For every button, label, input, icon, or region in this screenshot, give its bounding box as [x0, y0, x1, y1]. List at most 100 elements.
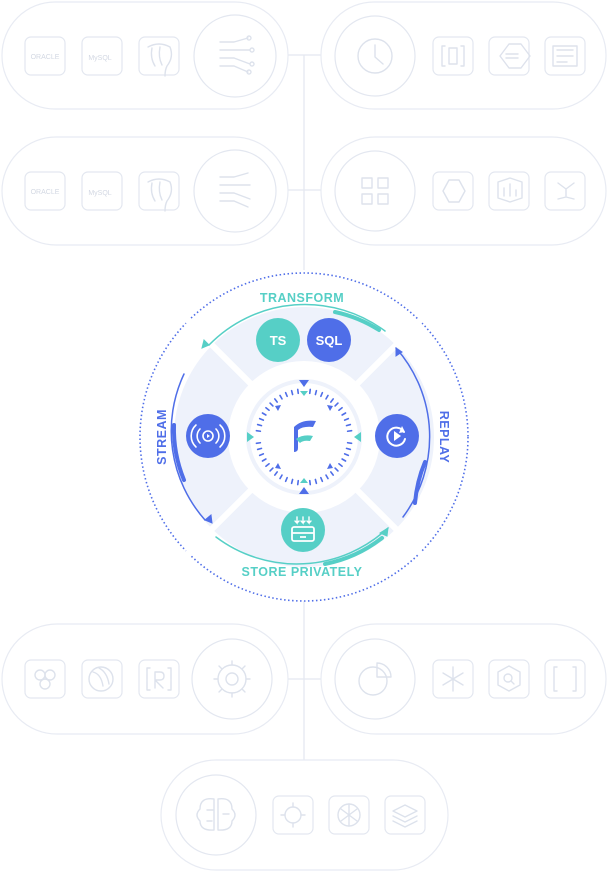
brand-logo-icon: [294, 420, 316, 452]
mysql-logo-label: MySQL: [88, 190, 111, 197]
stream-arrowhead: [204, 514, 213, 524]
pie-chart-icon: [334, 638, 416, 720]
dial-tick: [296, 479, 300, 486]
dial-tick: [279, 474, 283, 480]
postgresql-logo: [138, 36, 180, 77]
dial-tick: [256, 423, 263, 427]
dial-tick: [308, 388, 312, 395]
cycle-diagram: TRANSFORM STORE PRIVATELY STREAM REPLAY …: [139, 272, 469, 602]
dial-tick: [255, 441, 262, 445]
dial-tick: [320, 391, 324, 398]
postgresql-logo: [138, 171, 180, 212]
dial-tick: [314, 389, 318, 396]
dial-tick: [343, 417, 350, 421]
dial-tick: [320, 476, 324, 483]
oracle-logo: ORACLE: [24, 36, 66, 76]
broadcast-icon: [186, 414, 230, 458]
consumer-row-3-left: [1, 623, 289, 735]
dial-tick: [308, 479, 312, 486]
connector-lines: [288, 54, 321, 760]
brackets-icon: [544, 659, 586, 699]
consumer-row-3-right: [320, 623, 607, 735]
dial-tick: [284, 476, 288, 483]
layers-icon: [384, 795, 426, 835]
gear-icon: [191, 638, 273, 720]
dial-tick: [329, 398, 335, 403]
dial-tick: [296, 388, 300, 395]
dial-tick: [329, 471, 335, 476]
dial-tick: [343, 453, 350, 457]
circles-icon: [24, 659, 66, 699]
store-privately-label: STORE PRIVATELY: [242, 565, 363, 579]
dial-tick: [255, 429, 262, 433]
brain-icon: [175, 774, 257, 856]
consumer-row-4: [160, 759, 449, 871]
mysql-logo: MySQL: [81, 171, 123, 211]
transform-arrowhead: [201, 339, 210, 349]
storage-icon: [281, 508, 325, 552]
dial-tick: [345, 423, 352, 427]
dial-tick: [290, 478, 294, 485]
cycle-arrows: [170, 303, 431, 566]
replay-icon: [375, 414, 419, 458]
stream-label: STREAM: [155, 409, 169, 465]
dial-tick: [265, 462, 270, 468]
transform-arc: [208, 303, 386, 346]
store-arrowhead: [378, 527, 389, 537]
dial-tick: [273, 471, 279, 476]
hexagon-icon: [488, 36, 531, 76]
bracket-icon: [432, 36, 474, 76]
database-box-icon: [544, 36, 586, 76]
snowflake-icon: [432, 659, 474, 699]
dial-tick: [261, 458, 267, 462]
ts-badge: TS: [256, 318, 300, 362]
replay-arrowhead: [395, 347, 403, 357]
destination-row-1: [320, 1, 607, 110]
dial-tick: [269, 402, 274, 407]
dial-tick: [338, 406, 343, 412]
dial-tick: [346, 429, 353, 433]
dial-tick: [279, 394, 283, 400]
hexagon-dots-icon: [432, 171, 474, 211]
mysql-logo: MySQL: [81, 36, 123, 76]
knot-icon: [328, 795, 370, 835]
dial-tick: [334, 402, 339, 407]
destination-row-2: [320, 136, 607, 246]
dial-tick: [265, 406, 270, 412]
oracle-logo: ORACLE: [24, 171, 66, 211]
nodes-icon: [544, 171, 586, 211]
bracket-r-icon: [138, 659, 180, 699]
chart-box-icon: [488, 171, 530, 211]
store-arc: [215, 527, 389, 565]
dial-tick: [258, 417, 265, 421]
dial-tick: [269, 467, 274, 472]
ts-badge-label: TS: [270, 333, 287, 348]
dial-tick: [325, 474, 329, 480]
dial-tick: [284, 391, 288, 398]
sql-badge: SQL: [307, 318, 351, 362]
dial-tick: [338, 462, 343, 468]
source-row-1: ORACLE MySQL: [1, 1, 289, 110]
replay-label: REPLAY: [437, 411, 451, 464]
dial-tick: [290, 389, 294, 396]
sql-badge-label: SQL: [316, 333, 343, 348]
dial-tick: [334, 467, 339, 472]
grid-icon: [334, 150, 416, 232]
dial-tick: [314, 478, 318, 485]
data-flow-icon: [193, 149, 277, 233]
chip-icon: [272, 795, 314, 835]
dial-tick: [341, 458, 347, 462]
oracle-logo-label: ORACLE: [31, 189, 60, 196]
stream-arc: [170, 373, 206, 521]
transform-label: TRANSFORM: [260, 291, 344, 305]
rotate-icon: [81, 659, 123, 699]
dial-tick: [341, 412, 347, 416]
dial-tick: [345, 447, 352, 451]
dial-tick: [261, 412, 267, 416]
dial-tick: [325, 394, 329, 400]
clock-icon: [334, 15, 416, 97]
hexagon-search-icon: [488, 659, 530, 699]
mysql-logo-label: MySQL: [88, 55, 111, 62]
center-dial: [247, 380, 361, 494]
